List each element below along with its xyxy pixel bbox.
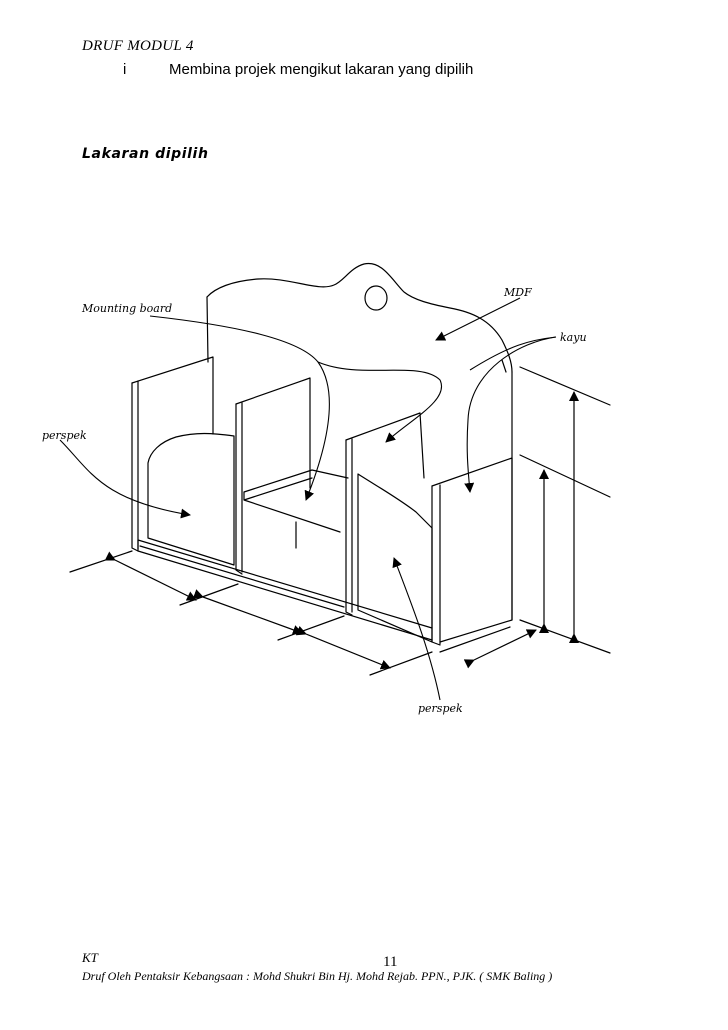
section-title: Lakaran dipilih xyxy=(82,146,209,162)
base xyxy=(137,539,433,641)
footer-credit: Druf Oleh Pentaksir Kebangsaan : Mohd Sh… xyxy=(82,969,553,983)
module-title: DRUF MODUL 4 xyxy=(82,38,194,54)
left-perspek xyxy=(147,432,235,566)
task-line: i Membina projek mengikut lakaran yang di… xyxy=(123,61,473,78)
task-text: Membina projek mengikut lakaran yang dip… xyxy=(169,61,474,78)
middle-shelf xyxy=(243,469,349,533)
leader-perspek-bottom xyxy=(392,557,441,701)
page-number: 11 xyxy=(383,954,398,970)
leader-mdf xyxy=(435,297,521,341)
label-perspek-left: perspek xyxy=(42,429,87,442)
task-number: i xyxy=(123,61,127,78)
leader-mounting-board xyxy=(149,315,330,501)
label-mdf: MDF xyxy=(503,286,532,299)
hang-hole xyxy=(364,285,388,311)
leader-kayu-back xyxy=(469,336,557,371)
footer-left: KT xyxy=(82,950,98,965)
middle-divider xyxy=(235,377,311,489)
label-mounting-board: Mounting board xyxy=(81,302,172,315)
right-side xyxy=(431,457,513,643)
right-divider xyxy=(345,412,425,479)
left-side xyxy=(131,356,214,435)
leader-perspek-left xyxy=(59,439,191,519)
back-board xyxy=(206,262,513,373)
label-perspek-bottom: perspek xyxy=(418,702,463,715)
leader-mounting-board-2 xyxy=(317,361,443,443)
leader-kayu xyxy=(464,336,557,493)
label-kayu: kayu xyxy=(560,331,587,344)
